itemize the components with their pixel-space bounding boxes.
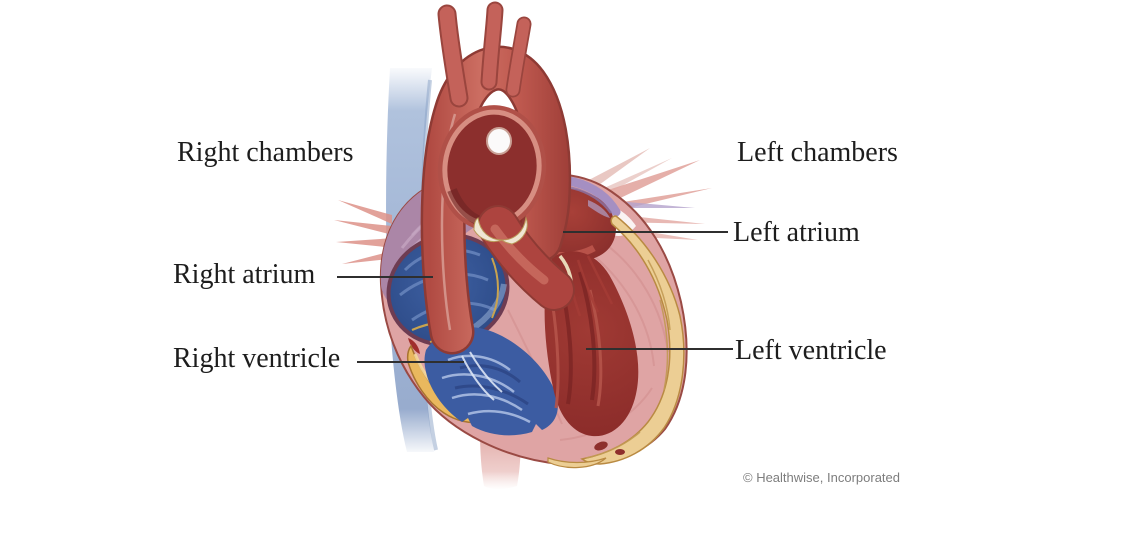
coronary-notch — [408, 338, 420, 354]
label-right-chambers: Right chambers — [177, 137, 354, 168]
label-left-ventricle: Left ventricle — [735, 335, 887, 366]
aorta — [420, 1, 575, 355]
coronary-vessel — [594, 441, 608, 451]
leader-line-left-ventricle — [586, 348, 733, 350]
credit-text: © Healthwise, Incorporated — [743, 470, 900, 485]
coronary-vessel — [615, 449, 625, 455]
label-right-ventricle: Right ventricle — [173, 343, 341, 374]
label-right-atrium: Right atrium — [173, 259, 316, 290]
leader-line-left-atrium — [563, 231, 728, 233]
label-left-atrium: Left atrium — [733, 217, 860, 248]
aortic-arch-branches — [437, 1, 532, 108]
label-left-chambers: Left chambers — [737, 137, 898, 168]
fat-pad-right-edge — [547, 215, 685, 469]
aortic-valve — [473, 216, 528, 245]
aorta-lumen — [437, 105, 547, 231]
leader-line-right-atrium — [337, 276, 433, 278]
aortic-root — [477, 205, 575, 311]
leader-line-right-ventricle — [357, 361, 464, 363]
left-pulmonary-veins — [585, 148, 712, 240]
right-ventricle — [424, 327, 558, 436]
